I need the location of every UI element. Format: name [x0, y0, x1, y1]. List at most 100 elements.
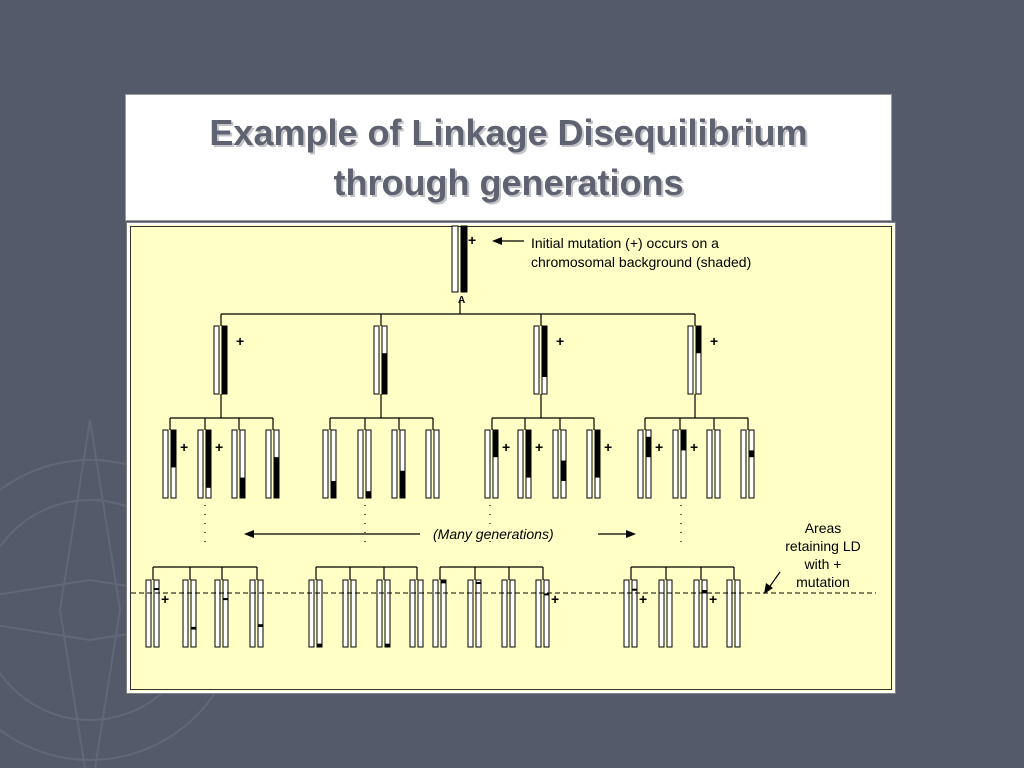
chromosome	[350, 579, 357, 648]
chromosome	[451, 225, 459, 293]
chromosome	[440, 579, 447, 648]
chromosome	[658, 579, 665, 648]
shaded-segment	[681, 430, 686, 451]
mutation-plus-sign: +	[690, 439, 698, 455]
chromosome	[645, 429, 652, 499]
mutation-plus-sign: +	[468, 232, 476, 248]
chromosome	[672, 429, 679, 499]
chromosome	[257, 579, 264, 648]
mutation-plus-sign: +	[161, 591, 169, 607]
chromosome	[706, 429, 713, 499]
mutation-plus-sign: +	[180, 439, 188, 455]
chromosome	[249, 579, 256, 648]
chromosome	[637, 429, 644, 499]
shaded-segment	[702, 590, 707, 594]
chromosome	[543, 579, 550, 648]
shaded-segment	[331, 481, 336, 498]
shaded-segment	[258, 624, 263, 627]
chromosome	[409, 579, 416, 648]
shaded-segment	[223, 598, 228, 601]
chromosome	[265, 429, 272, 499]
chromosome	[222, 579, 229, 648]
slide-title-box: Example of Linkage Disequilibrium throug…	[125, 94, 892, 221]
founder-arrow-head	[492, 237, 502, 245]
mutation-plus-sign: +	[556, 333, 564, 349]
shaded-segment	[400, 470, 405, 498]
shaded-segment	[191, 626, 196, 630]
chromosome	[467, 579, 474, 648]
chromosome	[417, 579, 424, 648]
ld-annotation-line-2: retaining LD	[785, 538, 861, 554]
chromosome	[517, 429, 524, 499]
chromosome	[365, 429, 372, 499]
chromosome	[425, 429, 432, 499]
ld-pointer-head	[764, 583, 773, 594]
shaded-segment	[222, 326, 227, 394]
ld-annotation-line-3: with +	[804, 556, 842, 572]
chromosome	[162, 429, 169, 499]
shaded-segment	[542, 326, 547, 377]
chromosome	[714, 429, 721, 499]
shaded-segment	[476, 582, 481, 585]
mutation-plus-sign: +	[604, 439, 612, 455]
shaded-segment	[317, 643, 322, 647]
mutation-plus-sign: +	[236, 333, 244, 349]
chromosome	[373, 325, 380, 395]
chromosome	[475, 579, 482, 648]
chromosome	[342, 579, 349, 648]
chromosome	[190, 579, 197, 648]
chromosome	[484, 429, 491, 499]
chromosome	[535, 579, 542, 648]
shaded-segment	[526, 430, 531, 478]
generations-arrow-left-head	[244, 530, 254, 538]
chromosome	[740, 429, 747, 499]
mutation-plus-sign: +	[655, 439, 663, 455]
chromosome	[308, 579, 315, 648]
chromosome	[687, 325, 694, 395]
shaded-segment	[154, 588, 159, 591]
founder-annotation-line-2: chromosomal background (shaded)	[531, 254, 752, 270]
mutation-plus-sign: +	[639, 591, 647, 607]
shaded-segment	[561, 460, 566, 481]
shaded-segment	[461, 226, 467, 292]
chromosome	[376, 579, 383, 648]
chromosome	[231, 429, 238, 499]
generations-arrow-right-head	[626, 530, 636, 538]
shaded-segment	[171, 430, 176, 468]
chromosome	[357, 429, 364, 499]
founder-annotation-line-1: Initial mutation (+) occurs on a	[531, 235, 719, 251]
chromosome	[182, 579, 189, 648]
shaded-segment	[646, 436, 651, 458]
chromosome	[501, 579, 508, 648]
mutation-plus-sign: +	[710, 333, 718, 349]
shaded-segment	[493, 430, 498, 458]
shaded-segment	[595, 430, 600, 478]
chromosome	[145, 579, 152, 648]
shaded-segment	[366, 491, 371, 498]
shaded-segment	[749, 450, 754, 458]
chromosome	[726, 579, 733, 648]
chromosome	[509, 579, 516, 648]
chromosome	[391, 429, 398, 499]
shaded-segment	[385, 643, 390, 647]
chromosome	[623, 579, 630, 648]
chromosome	[153, 579, 160, 648]
chromosome	[322, 429, 329, 499]
mutation-plus-sign: +	[215, 439, 223, 455]
chromosome	[734, 579, 741, 648]
chromosome	[432, 579, 439, 648]
chromosome	[552, 429, 559, 499]
chromosome	[666, 579, 673, 648]
shaded-segment	[441, 580, 446, 584]
shaded-segment	[382, 353, 387, 394]
chromosome	[214, 579, 221, 648]
chromosome	[701, 579, 708, 648]
mutation-plus-sign: +	[551, 591, 559, 607]
chromosome	[586, 429, 593, 499]
mutation-plus-sign: +	[709, 591, 717, 607]
shaded-segment	[696, 326, 701, 354]
ld-annotation-line-1: Areas	[804, 520, 842, 536]
shaded-segment	[206, 430, 211, 488]
slide-title-line-2: through generations	[333, 161, 684, 203]
